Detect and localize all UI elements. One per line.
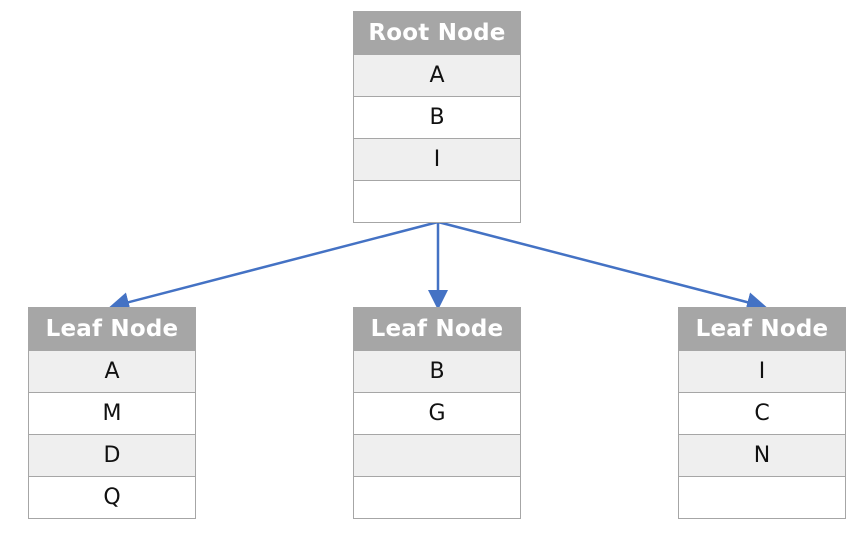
leaf-node-key: C [679,392,845,434]
leaf-node-title: Leaf Node [679,308,845,350]
leaf-node-key: I [679,350,845,392]
leaf-node-title: Leaf Node [354,308,520,350]
leaf-node-key: Q [29,476,195,518]
root-node: Root Node A B I [353,11,521,223]
leaf-node-key [354,476,520,518]
leaf-node-key: A [29,350,195,392]
leaf-node-key: G [354,392,520,434]
leaf-node-key: B [354,350,520,392]
leaf-node-key: N [679,434,845,476]
leaf-node-key: D [29,434,195,476]
leaf-node-title: Leaf Node [29,308,195,350]
root-node-key: I [354,138,520,180]
root-node-key: A [354,54,520,96]
root-node-key [354,180,520,222]
leaf-node: Leaf Node A M D Q [28,307,196,519]
leaf-node: Leaf Node I C N [678,307,846,519]
leaf-node-key [679,476,845,518]
leaf-node-key: M [29,392,195,434]
root-node-key: B [354,96,520,138]
edge-root-to-leaf-3 [437,220,767,312]
edge-root-to-leaf-1 [109,220,439,312]
leaf-node-key [354,434,520,476]
leaf-node: Leaf Node B G [353,307,521,519]
root-node-title: Root Node [354,12,520,54]
